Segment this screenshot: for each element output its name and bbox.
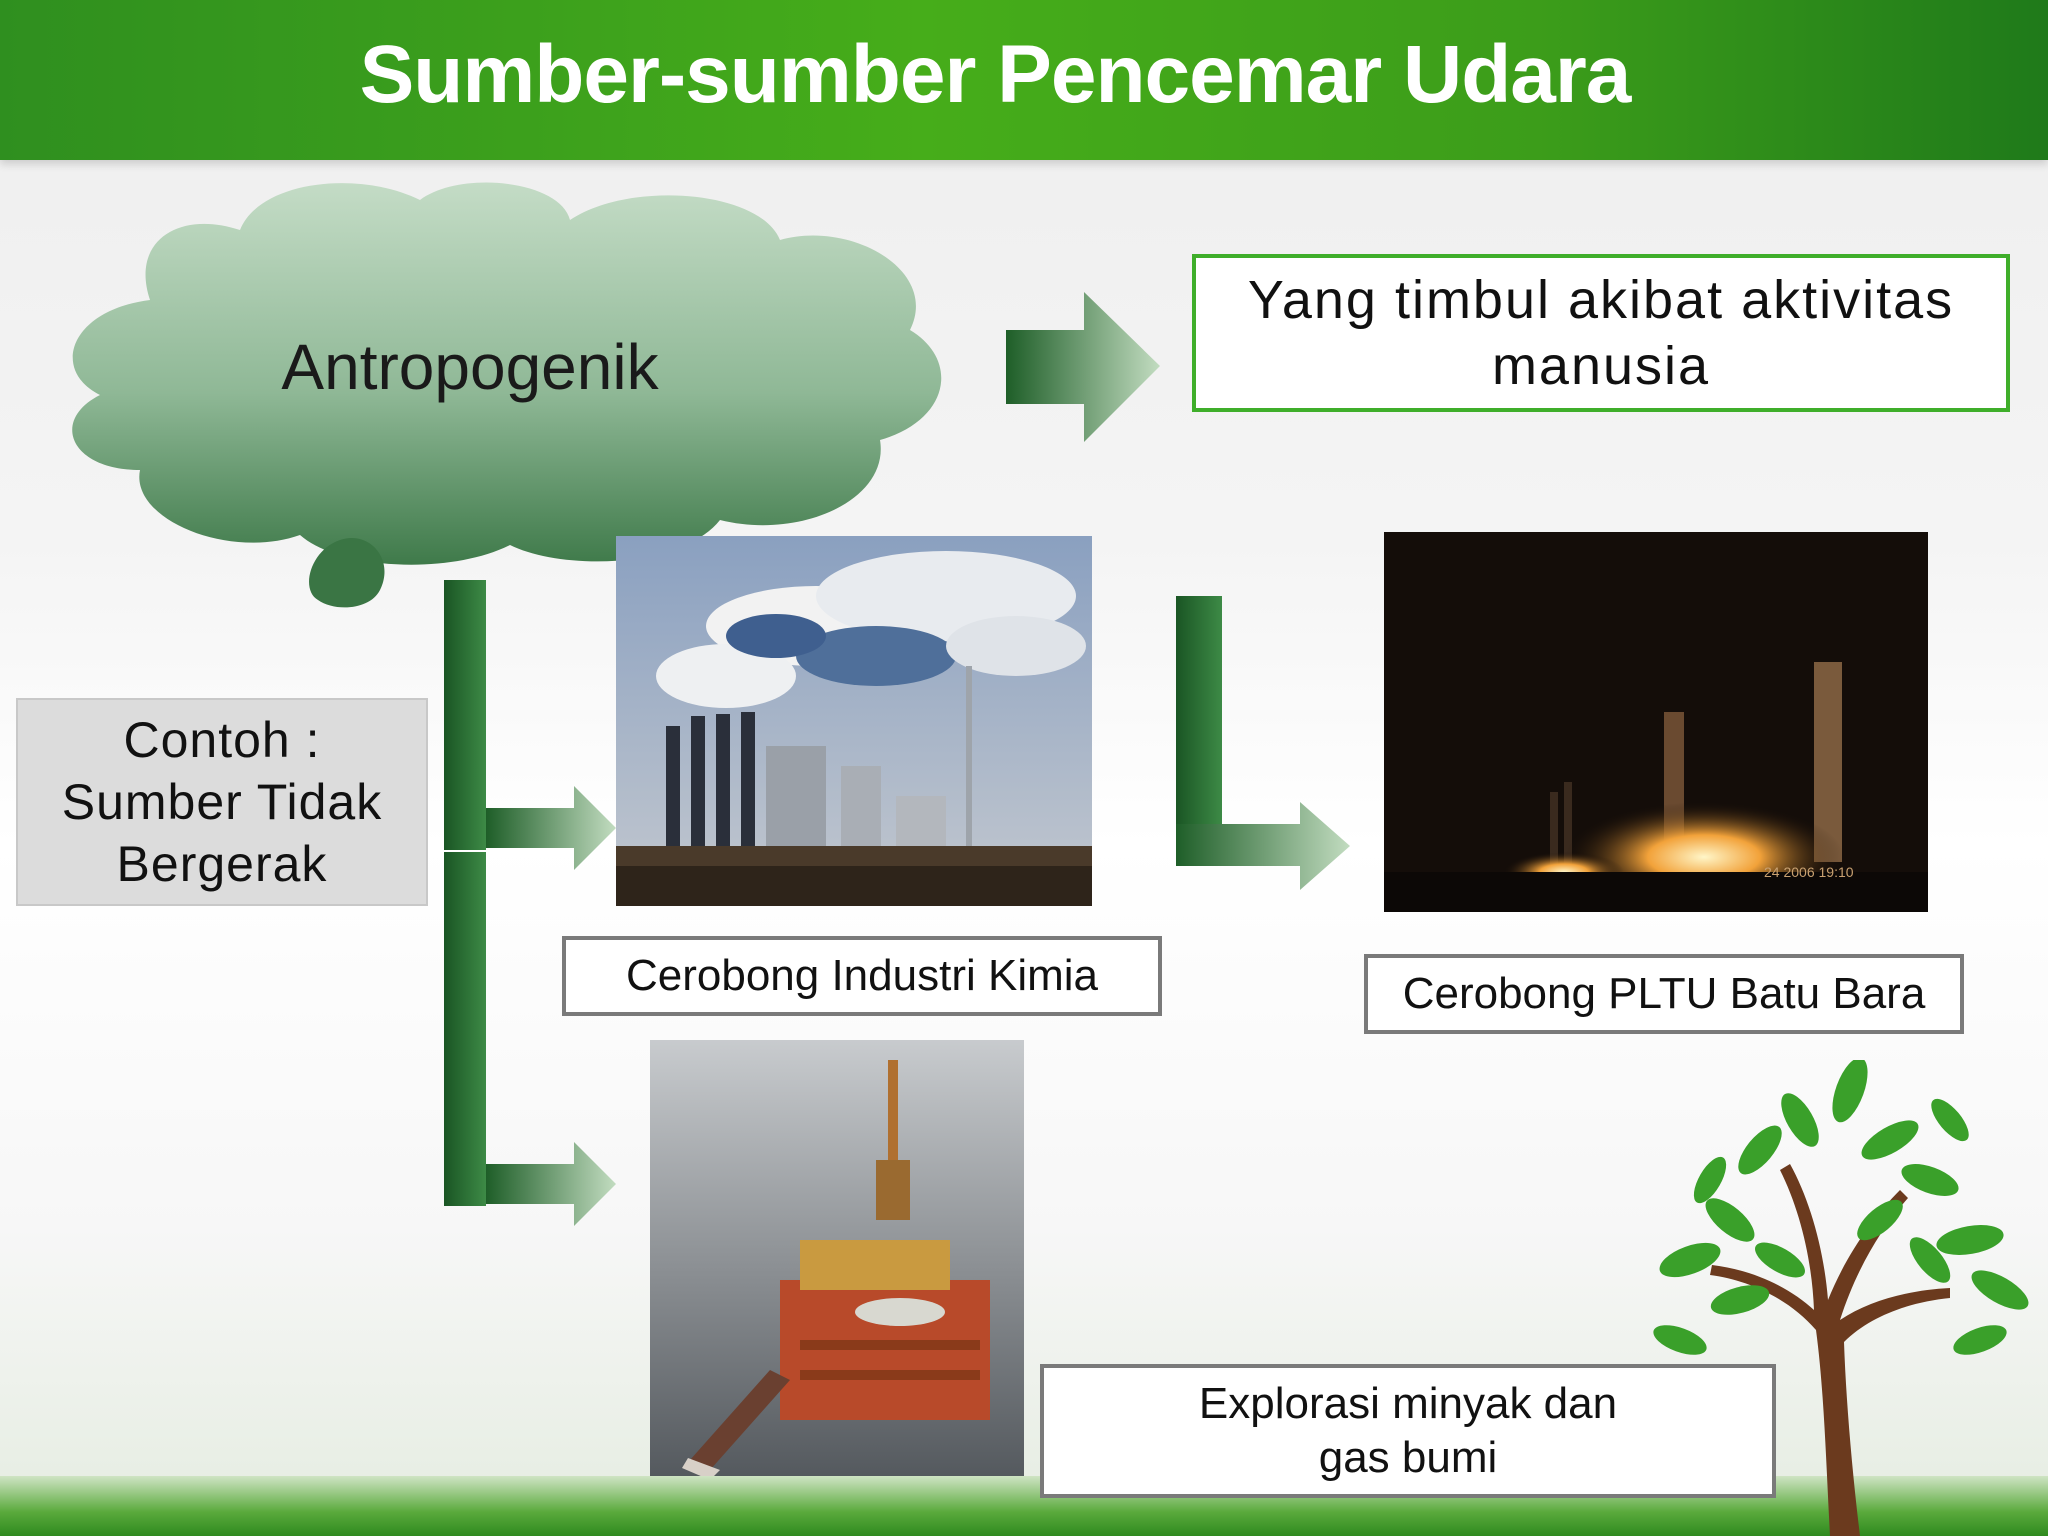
cloud-label: Antropogenik (281, 331, 659, 403)
cloud-shape (72, 182, 942, 608)
photo-power-plant-night: 24 2006 19:10 (1384, 532, 1928, 912)
photo-industry-chimneys (616, 536, 1092, 906)
photo-offshore-platform (650, 1040, 1024, 1500)
caption-power-plant: Cerobong PLTU Batu Bara (1364, 954, 1964, 1034)
tree-illustration-icon (1653, 1060, 2029, 1536)
photo-timestamp: 24 2006 19:10 (1764, 864, 1854, 880)
page-title: Sumber-sumber Pencemar Udara (359, 29, 1632, 120)
caption-industry-text: Cerobong Industri Kimia (625, 951, 1098, 1000)
definition-text: Yang timbul akibat aktivitas manusia (1247, 270, 1955, 396)
definition-box: Yang timbul akibat aktivitas manusia (1192, 254, 2010, 412)
caption-offshore-text: Explorasi minyak dan gas bumi (1198, 1379, 1618, 1482)
example-box: Contoh : Sumber Tidak Bergerak (16, 698, 428, 906)
caption-offshore: Explorasi minyak dan gas bumi (1040, 1364, 1776, 1498)
arrow-right-icon (1006, 292, 1160, 442)
branch-connector-middle (1176, 596, 1350, 890)
header-bar: Sumber-sumber Pencemar Udara (0, 0, 2048, 160)
caption-industry: Cerobong Industri Kimia (562, 936, 1162, 1016)
branch-connector-left (444, 580, 616, 1226)
example-text: Contoh : Sumber Tidak Bergerak (61, 712, 383, 892)
caption-power-plant-text: Cerobong PLTU Batu Bara (1402, 969, 1926, 1018)
